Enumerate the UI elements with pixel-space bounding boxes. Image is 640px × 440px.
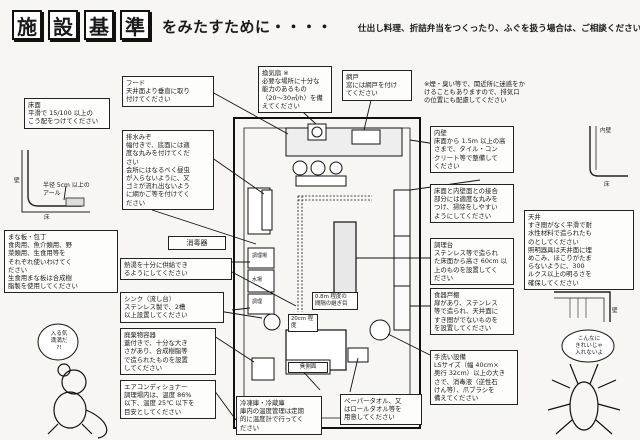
handwash-basin: [369, 319, 391, 341]
title-char-4: 準: [120, 10, 150, 40]
mouse-speech-bubble: [37, 323, 79, 361]
inner-wall-note: 内壁 床面から 1.5m 以上の高 さまで、タイル・コン クリート等で整備して …: [430, 126, 514, 174]
floor-note: 床面 平滑で 15/100 以上の こう配をつけてください: [24, 98, 110, 129]
cooking-table: [333, 221, 357, 297]
junction-note: 床面と内壁面との接合 部分には適度な丸みを つけ、掃除をしやすい ようにしてくだ…: [430, 184, 514, 223]
side-label-c: 調理: [252, 299, 263, 305]
aircon-note: エアコンディショナー 調理場内は、温度 86% 以下、温度 25℃ 以下を 目安…: [120, 380, 216, 419]
ventilation-note: 換気扇 ※ 必要な場所に十分な 能力のあるもの （20～30㎥/h）を備 えてく…: [258, 66, 332, 114]
sink-note: シンク（流し台） ステンレス製で、2槽 以上設置してください: [120, 292, 224, 323]
inner-floor-label: 床: [604, 182, 610, 188]
ceiling-exhaust-note: ※煙・臭い等で、関近所に迷惑をか けることもありますので、排気口 の位置にも配慮…: [424, 80, 525, 105]
gutter-note: 排水みぞ 幅付きで、底面には適 度な丸みを付けてくだ さい 会所にはなるべく昼虫…: [122, 130, 214, 210]
side-label-b: 水場: [252, 277, 263, 283]
handwash-note: 手洗い設備 LSサイズ（幅 40cm× 奥行 32cm）以上の大き さで、消毒液…: [430, 350, 518, 406]
fridge-note: 冷凍庫・冷蔵庫 庫内の温度管理は定期 的に温度計で行ってく ださい: [236, 396, 322, 435]
ceiling-note: 天井 すき間がなく平滑で耐 水性材料で造られたも のとしてください 照明器具は天…: [524, 210, 634, 290]
mouse-illustration: [47, 363, 108, 439]
waste-note: 廃棄物容器 蓋付きで、十分な大き さがあり、合成樹脂等 で造られたものを設置 し…: [120, 328, 216, 376]
ceiling-detail-drawing: [554, 291, 611, 322]
sterilizer-note: 消毒器: [168, 236, 226, 251]
plumbing-label: 臭側面: [288, 362, 328, 373]
waste-bin: [251, 357, 275, 381]
title-char-3: 基: [84, 10, 114, 40]
title-char-2: 設: [48, 10, 78, 40]
half-circle-label: 半径 5cm 以上の アール: [43, 182, 90, 197]
towel-note: ペーパータオル、又 はロールタオル等を 用意してください: [340, 394, 422, 425]
wall-label: 壁: [14, 178, 20, 184]
seam-label: 0.8m 程度の 間隔の継ぎ目: [312, 292, 358, 310]
shelf-units: [393, 189, 411, 331]
title-char-1: 施: [12, 10, 42, 40]
left-equipment: [247, 187, 281, 331]
shelf-note: 食器戸棚 扉があり、ステンレス 等で造られ、天井面に すき間がでないものを を設…: [430, 288, 514, 336]
cooking-table-note: 調理台 ステンレス等で造られ た床面から高さ 60cm 以 上のものを設置してく…: [430, 238, 514, 286]
ceiling-wall-label: 壁: [612, 308, 618, 314]
side-label-a: 調理場: [252, 253, 268, 259]
mouse-bubble-text: 入る気 満満だ ?!: [50, 331, 68, 351]
drain-gutter: [297, 195, 372, 312]
drain-width-label: 20cm 程度: [288, 314, 318, 332]
floor-label: 床: [44, 215, 50, 221]
cockroach-speech-bubble: [561, 329, 615, 363]
hood-counter: [285, 127, 403, 157]
vent-fan: [307, 123, 327, 141]
stove-burners: [292, 160, 347, 187]
title-suffix: をみたすために・・・・: [162, 18, 333, 36]
floor-detail-drawing: [21, 150, 90, 213]
window: [351, 129, 381, 145]
inner-wall-label: 内壁: [600, 128, 612, 134]
hood-note: フード 天井面より垂直に取り 付けてください: [122, 76, 214, 107]
inner-wall-detail-drawing: [589, 126, 628, 177]
cockroach-illustration: [547, 363, 621, 435]
cutting-board-note: まな板・包丁 食肉用、魚介類用、野 菜類用、生食用等を それぞれ使いわけてく だ…: [4, 230, 118, 294]
water-supply-note: 熱湯を十分に供給でき るようにしてください: [120, 258, 232, 281]
intro-text: 仕出し料理、折詰弁当をつくったり、ふぐを扱う場合は、ご相談ください。: [358, 24, 640, 34]
towel-holder: [347, 347, 369, 363]
roach-bubble-text: こんなに きれいじゃ 入れないよ: [575, 336, 603, 356]
screen-note: 網戸 窓には網戸を付け てください: [342, 70, 412, 101]
